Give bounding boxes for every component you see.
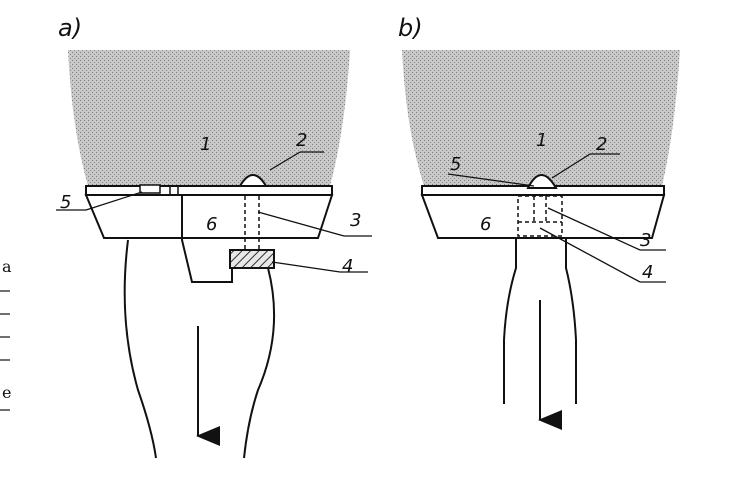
margin-letter-top: a — [2, 257, 12, 276]
panel-a-plate — [85, 185, 333, 196]
margin-fragments: a e — [0, 257, 12, 411]
panel-a-label: a) — [58, 14, 82, 42]
panel-b-insert — [517, 195, 563, 237]
panel-b-callout-3: 3 — [640, 230, 651, 251]
panel-a-left-wall — [123, 239, 157, 459]
panel-a-element-5 — [139, 184, 161, 194]
panel-b-left-wall — [503, 238, 517, 404]
panel-b-callout-2: 2 — [596, 134, 607, 155]
panel-b-charge — [402, 50, 680, 186]
panel-b-callout-1: 1 — [536, 130, 547, 151]
panel-a-callout-3: 3 — [350, 210, 361, 231]
panel-a-callout-6: 6 — [206, 214, 217, 235]
panel-a-detonator-dome — [238, 174, 268, 187]
margin-letter-bottom: e — [2, 383, 11, 402]
panel-a-callout-1: 1 — [200, 134, 211, 155]
panel-b-callout-5: 5 — [450, 154, 461, 175]
panel-a-callout-5: 5 — [60, 192, 71, 213]
panel-a-charge — [68, 50, 350, 186]
panel-b-right-wall — [565, 238, 577, 404]
panel-b-label: b) — [398, 14, 423, 42]
panel-b-detonator-dome — [526, 174, 558, 189]
panel-b-callout-6: 6 — [480, 214, 491, 235]
panel-a-stem — [181, 196, 233, 283]
panel-b-base-block — [420, 194, 666, 239]
panel-a-callout-4: 4 — [342, 256, 353, 277]
panel-a-right-wall — [243, 267, 276, 459]
panel-a-base-block — [84, 194, 334, 239]
panel-b-callout-4: 4 — [642, 262, 653, 283]
panel-b: b) 1 2 3 4 5 6 — [398, 14, 680, 430]
panel-a-callout-2: 2 — [296, 130, 307, 151]
panel-a: a) 1 2 — [56, 14, 372, 459]
panel-a-element-4 — [229, 249, 275, 269]
